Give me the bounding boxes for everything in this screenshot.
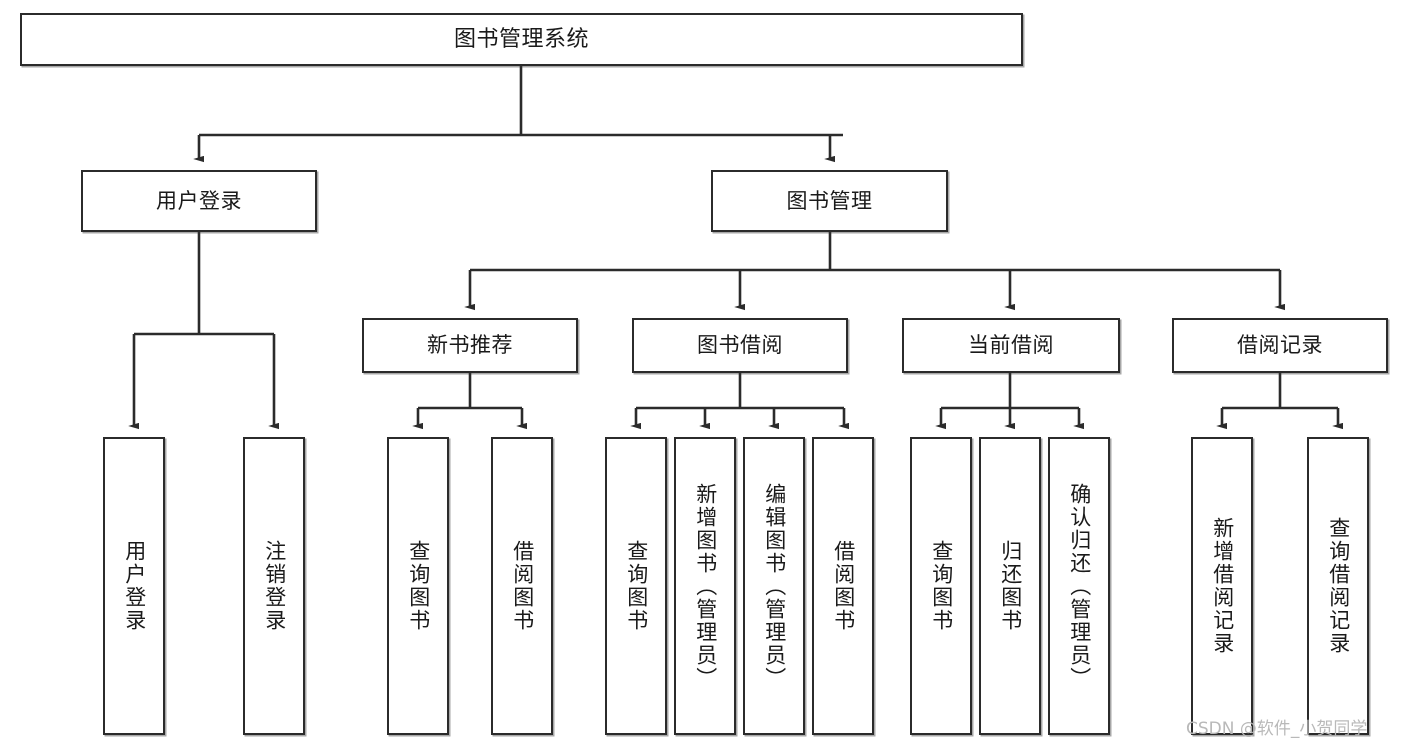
leaf-add-borrow-record[interactable]: 新增借阅记录 [1191,437,1253,735]
leaf-borrow-book-newbook[interactable]: 借阅图书 [491,437,553,735]
node-label: 新书推荐 [427,333,513,358]
leaf-edit-book-admin[interactable]: 编辑图书（管理员） [743,437,805,735]
leaf-query-book-current[interactable]: 查询图书 [910,437,972,735]
node-label: 借阅图书 [510,540,535,632]
node-label: 图书借阅 [697,333,783,358]
csdn-watermark: CSDN @软件_小贺同学 [1186,719,1368,739]
node-label: 新增借阅记录 [1210,517,1235,655]
leaf-query-book-newbook[interactable]: 查询图书 [387,437,449,735]
leaf-query-borrow-record[interactable]: 查询借阅记录 [1307,437,1369,735]
node-label: 查询借阅记录 [1326,517,1351,655]
leaf-add-book-admin[interactable]: 新增图书（管理员） [674,437,736,735]
leaf-confirm-return-admin[interactable]: 确认归还（管理员） [1048,437,1110,735]
leaf-query-book-borrow[interactable]: 查询图书 [605,437,667,735]
node-label: 用户登录 [122,540,147,632]
node-book-borrow[interactable]: 图书借阅 [632,318,848,373]
node-book-management[interactable]: 图书管理 [711,170,948,232]
node-label: 借阅图书 [831,540,856,632]
node-label: 查询图书 [929,540,954,632]
leaf-user-logout[interactable]: 注销登录 [243,437,305,735]
node-label: 新增图书（管理员） [693,482,718,690]
node-label: 确认归还（管理员） [1067,482,1092,690]
leaf-return-book[interactable]: 归还图书 [979,437,1041,735]
node-user-login[interactable]: 用户登录 [81,170,317,232]
node-new-book-recommend[interactable]: 新书推荐 [362,318,578,373]
node-label: 注销登录 [262,540,287,632]
node-current-borrow[interactable]: 当前借阅 [902,318,1120,373]
leaf-user-login[interactable]: 用户登录 [103,437,165,735]
node-borrow-record[interactable]: 借阅记录 [1172,318,1388,373]
node-label: 图书管理系统 [453,26,589,52]
node-label: 用户登录 [156,188,242,213]
node-label: 当前借阅 [968,333,1054,358]
node-root-system[interactable]: 图书管理系统 [20,13,1023,66]
node-label: 图书管理 [786,188,873,213]
node-label: 借阅记录 [1237,333,1323,358]
node-label: 查询图书 [406,540,431,632]
node-label: 编辑图书（管理员） [762,482,787,690]
node-label: 查询图书 [624,540,649,632]
node-label: 归还图书 [998,540,1023,632]
leaf-borrow-book-borrow[interactable]: 借阅图书 [812,437,874,735]
